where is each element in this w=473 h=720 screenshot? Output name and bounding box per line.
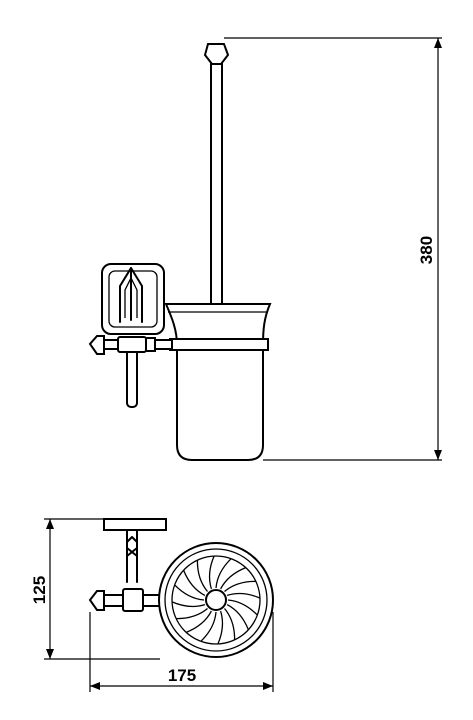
brush-spoke bbox=[227, 599, 258, 616]
front-elevation-view bbox=[88, 43, 272, 461]
brush-handle-knob bbox=[203, 43, 230, 65]
plan-brush-head bbox=[171, 555, 261, 645]
brush-spoke bbox=[182, 569, 206, 596]
width-label: 175 bbox=[168, 666, 196, 685]
brush-spoke bbox=[226, 592, 261, 599]
width-dimension: 175 bbox=[89, 612, 274, 692]
depth-dimension: 125 bbox=[30, 518, 160, 660]
brush-spoke bbox=[171, 601, 206, 608]
glass-cup bbox=[164, 303, 272, 461]
plan-brush-center bbox=[205, 589, 227, 611]
brush-spoke bbox=[200, 611, 217, 642]
plan-end-knob bbox=[88, 590, 105, 611]
arm-end-knob bbox=[88, 335, 105, 355]
wall-plate-outer bbox=[101, 263, 165, 335]
brush-spoke bbox=[196, 560, 208, 592]
plan-brush-spokes bbox=[171, 555, 261, 645]
brush-spoke bbox=[217, 610, 224, 645]
brush-spoke bbox=[215, 558, 232, 589]
brush-spoke bbox=[176, 608, 208, 620]
plan-wall-plate bbox=[103, 518, 167, 531]
brush-handle-rod bbox=[210, 63, 223, 305]
brush-spoke bbox=[220, 566, 247, 590]
cup-ring bbox=[169, 338, 269, 351]
brush-spoke bbox=[224, 580, 256, 592]
depth-label: 125 bbox=[30, 576, 49, 604]
height-dimension: 380 bbox=[224, 37, 442, 461]
brush-spoke bbox=[226, 604, 250, 631]
brush-spoke bbox=[224, 608, 236, 640]
top-plan-view bbox=[88, 518, 274, 658]
brush-spoke bbox=[208, 555, 215, 590]
down-post bbox=[126, 348, 138, 408]
brush-spoke bbox=[185, 610, 212, 634]
brush-spoke bbox=[174, 584, 205, 601]
height-label: 380 bbox=[417, 236, 436, 264]
plan-stem-ornament bbox=[126, 530, 138, 583]
